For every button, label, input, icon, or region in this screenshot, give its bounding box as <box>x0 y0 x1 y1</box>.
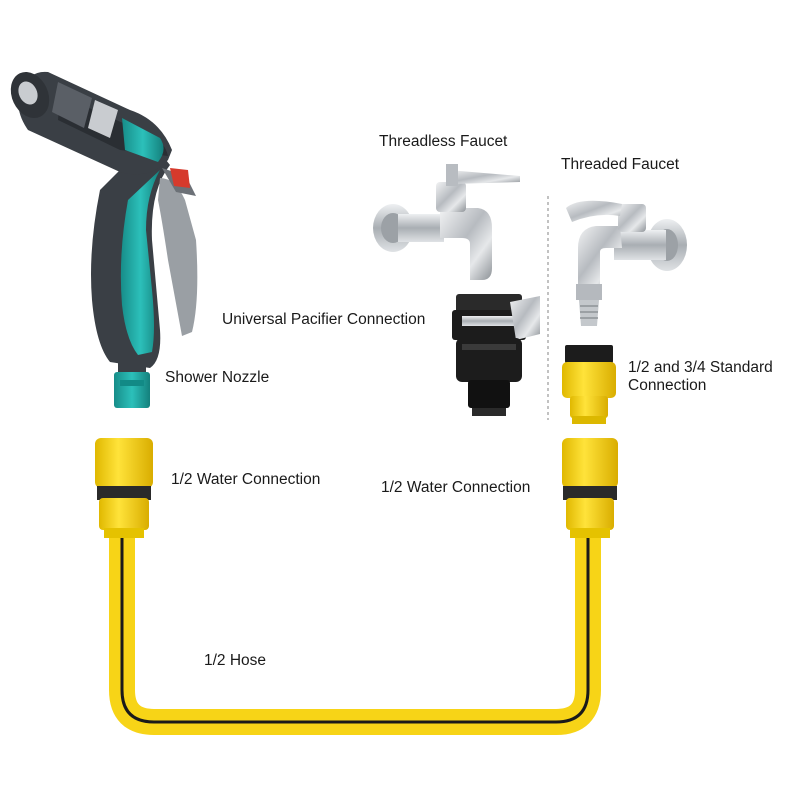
threadless-faucet-label: Threadless Faucet <box>379 133 508 150</box>
threadless-faucet <box>373 164 520 280</box>
hose <box>109 525 601 735</box>
left-water-connector <box>95 438 153 538</box>
shower-nozzle-label: Shower Nozzle <box>165 369 270 386</box>
standard-connection-label-line2: Connection <box>628 377 707 394</box>
standard-connection-label: 1/2 and 3/4 Standard Connection <box>628 359 800 395</box>
universal-connection-label: Universal Pacifier Connection <box>222 311 426 328</box>
standard-connector <box>562 345 616 424</box>
universal-connector <box>452 294 540 416</box>
threaded-faucet <box>566 200 687 326</box>
threaded-faucet-label: Threaded Faucet <box>561 156 680 173</box>
shower-nozzle <box>10 71 198 408</box>
water-connection-left-label: 1/2 Water Connection <box>171 471 321 488</box>
standard-connection-label-line1: 1/2 and 3/4 Standard <box>628 359 773 376</box>
right-water-connector <box>562 438 618 538</box>
water-connection-right-label: 1/2 Water Connection <box>381 479 531 496</box>
hose-label: 1/2 Hose <box>204 652 267 669</box>
